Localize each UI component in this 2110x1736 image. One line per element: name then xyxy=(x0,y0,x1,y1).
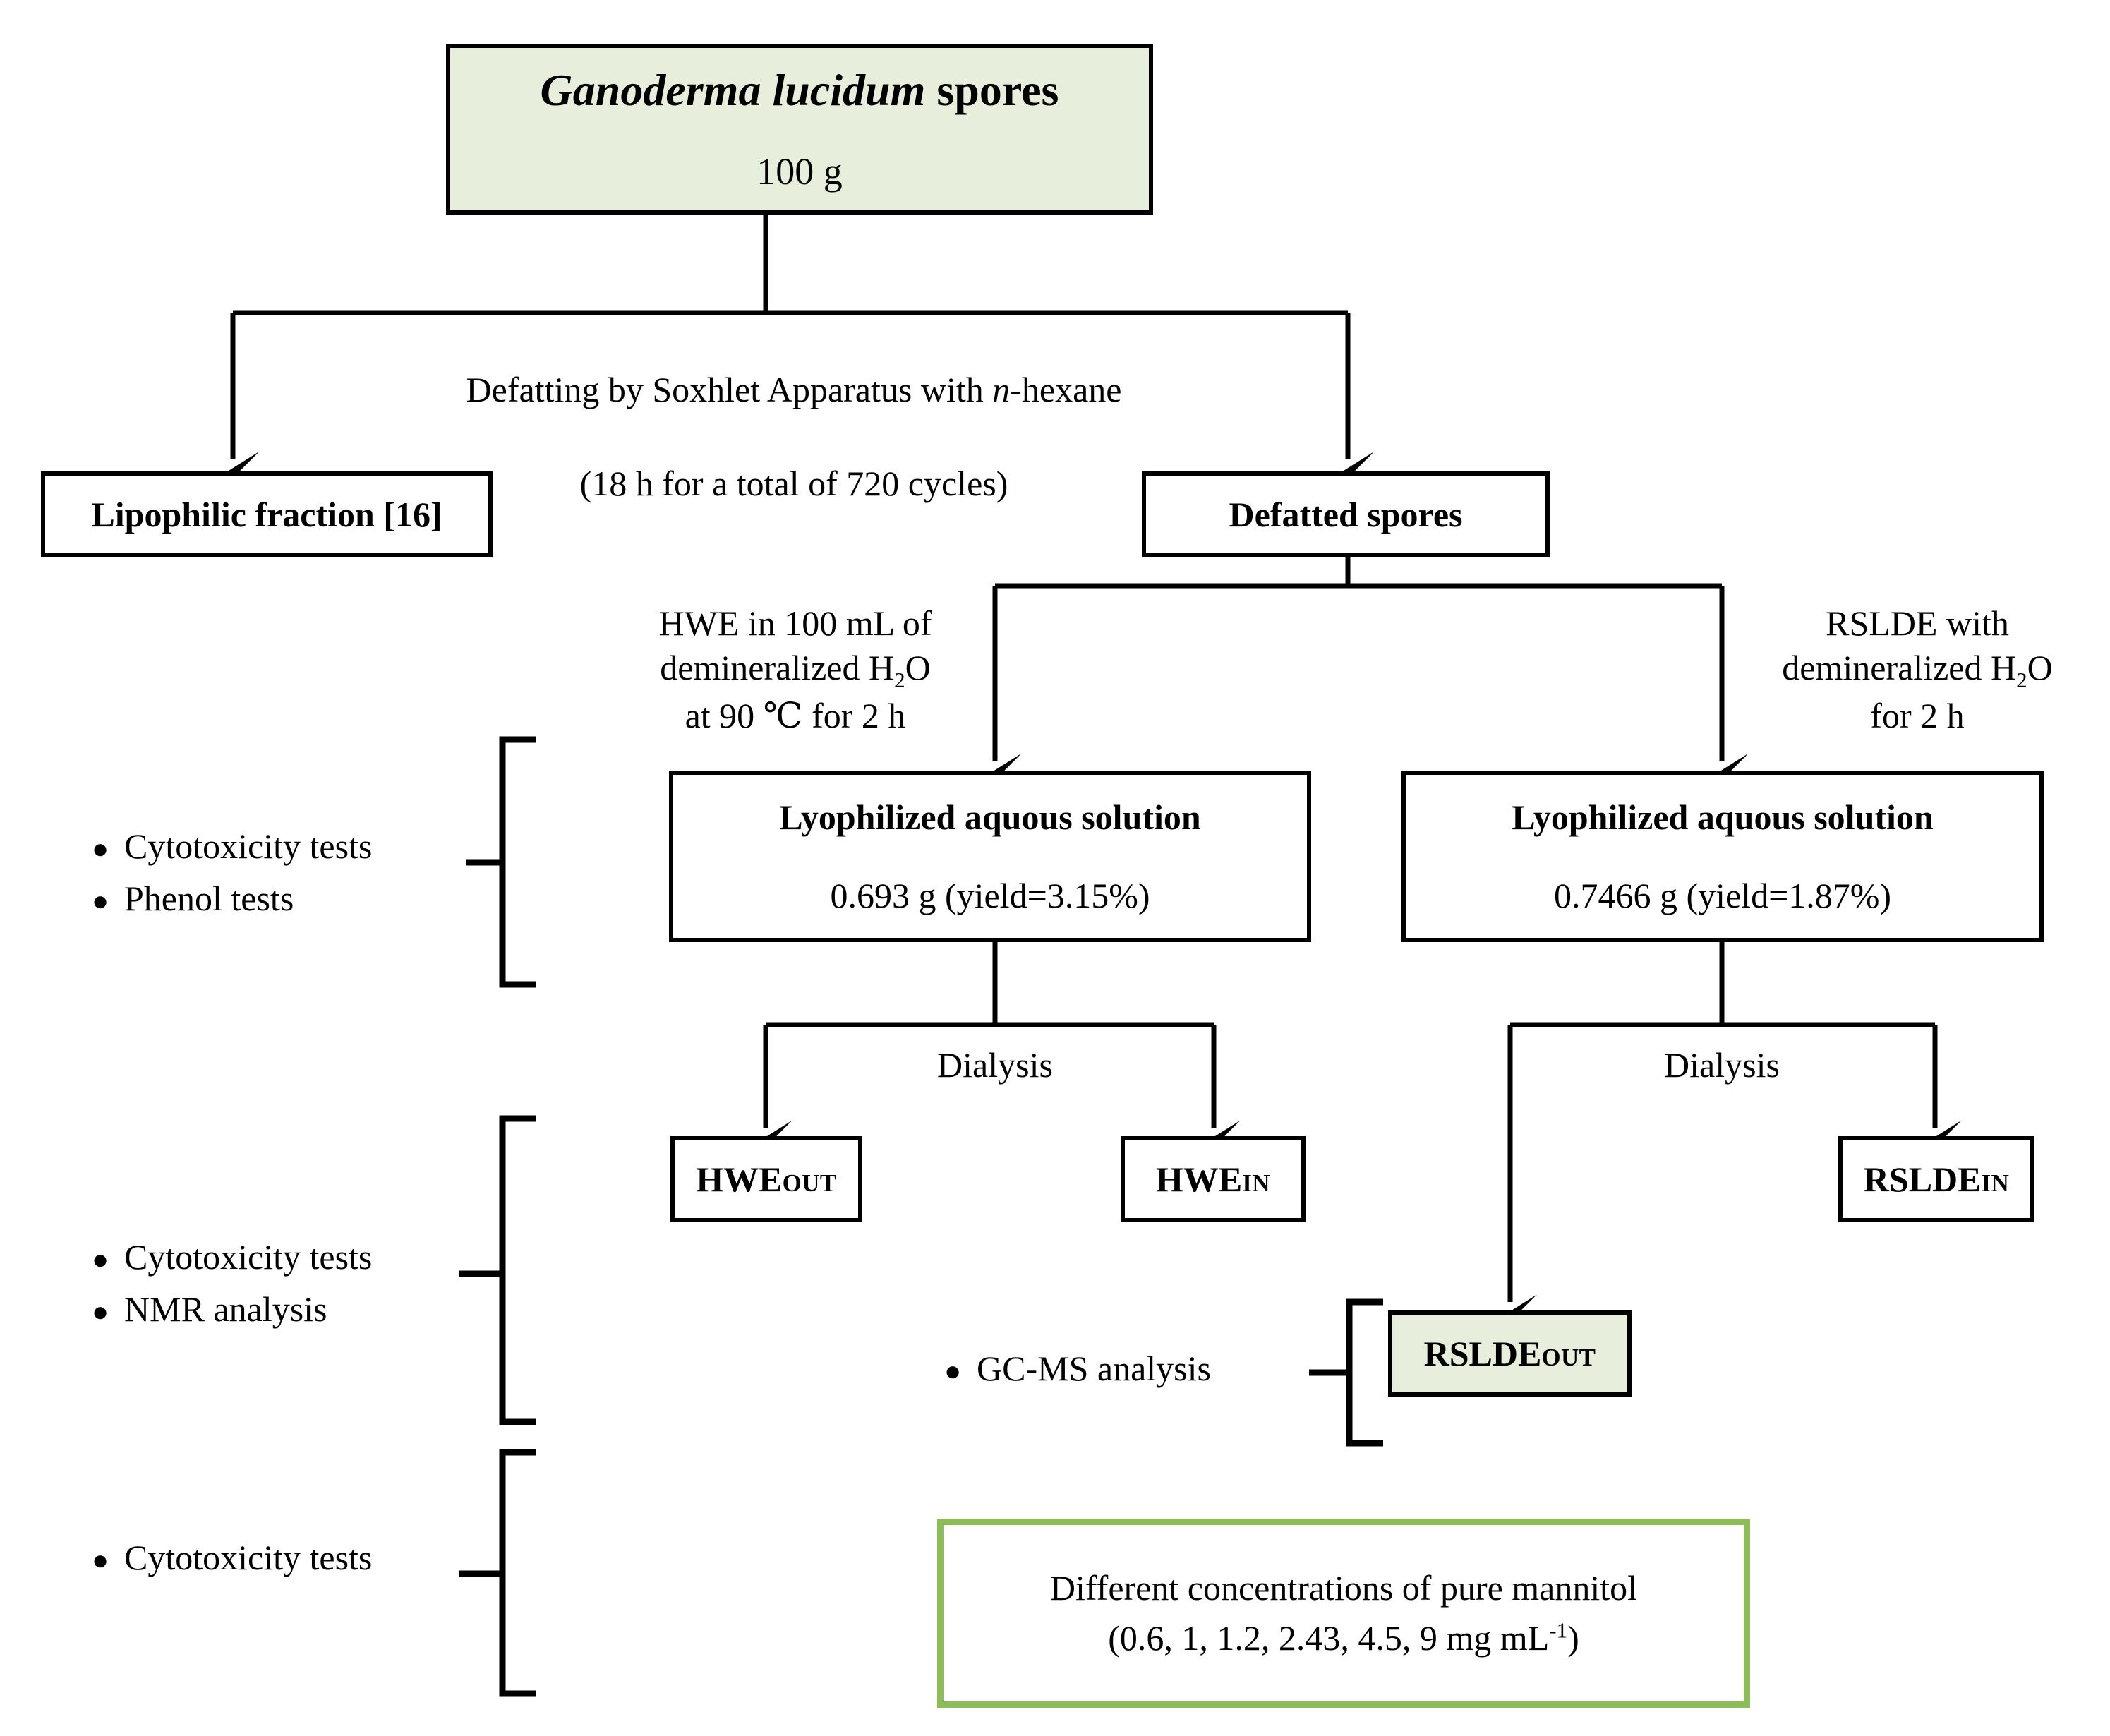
node-hwe-out-label: HWEOUT xyxy=(696,1159,837,1199)
bullet-label: Cytotoxicity tests xyxy=(124,826,373,866)
node-hwe-out[interactable]: HWEOUT xyxy=(670,1136,862,1222)
node-rslde-solution-value: 0.7466 g (yield=1.87%) xyxy=(1553,875,1892,915)
node-rslde-solution-label: Lyophilized aquous solution xyxy=(1512,797,1934,837)
node-hwe-solution-label: Lyophilized aquous solution xyxy=(779,797,1201,837)
bullet-icon: ● xyxy=(92,833,109,864)
edge-label-defatting: Defatting by Soxhlet Apparatus with n-he… xyxy=(353,323,1235,550)
list-item: ● Cytotoxicity tests xyxy=(92,826,372,867)
edge-label-dialysis-right: Dialysis xyxy=(1664,1045,1780,1085)
list-item: ● Cytotoxicity tests xyxy=(92,1537,372,1578)
node-rslde-out-label: RSLDEOUT xyxy=(1423,1333,1596,1373)
edge-label-defatting-line1: Defatting by Soxhlet Apparatus with n-he… xyxy=(466,369,1122,409)
bullet-icon: ● xyxy=(92,1243,109,1275)
bullet-icon: ● xyxy=(944,1355,962,1387)
node-defatted-spores[interactable]: Defatted spores xyxy=(1142,471,1550,557)
list-item: ● Phenol tests xyxy=(92,878,372,919)
node-mannitol-line2: (0.6, 1, 1.2, 2.43, 4.5, 9 mg mL-1) xyxy=(1108,1617,1579,1658)
list-item: ● NMR analysis xyxy=(92,1289,372,1330)
node-lipophilic-fraction[interactable]: Lipophilic fraction [16] xyxy=(41,471,493,557)
edge-label-rslde-conditions: RSLDE with demineralized H2O for 2 h xyxy=(1782,603,2053,736)
bullet-icon: ● xyxy=(92,885,109,917)
bullet-group-2: ● Cytotoxicity tests ● NMR analysis xyxy=(92,1236,372,1330)
edge-label-dialysis-left: Dialysis xyxy=(937,1045,1053,1085)
node-rslde-in[interactable]: RSLDEIN xyxy=(1838,1136,2034,1222)
edge-label-defatting-line2: (18 h for a total of 720 cycles) xyxy=(579,463,1008,503)
bullet-label: Cytotoxicity tests xyxy=(124,1538,373,1577)
node-ganoderma-spores[interactable]: Ganoderma lucidum spores 100 g xyxy=(446,44,1153,215)
node-rslde-in-label: RSLDEIN xyxy=(1863,1159,2010,1199)
bullet-label: GC-MS analysis xyxy=(977,1349,1211,1388)
bullet-label: Phenol tests xyxy=(124,879,294,918)
bullet-group-1: ● Cytotoxicity tests ● Phenol tests xyxy=(92,826,372,919)
node-hwe-solution-value: 0.693 g (yield=3.15%) xyxy=(830,875,1150,915)
list-item: ● Cytotoxicity tests xyxy=(92,1236,372,1277)
node-hwe-in[interactable]: HWEIN xyxy=(1121,1136,1306,1222)
bullet-group-gcms: ● GC-MS analysis xyxy=(944,1348,1211,1389)
node-hwe-in-label: HWEIN xyxy=(1156,1159,1270,1199)
node-hwe-lyophilized-solution[interactable]: Lyophilized aquous solution 0.693 g (yie… xyxy=(669,771,1311,942)
node-defatted-label: Defatted spores xyxy=(1229,494,1463,534)
node-rslde-lyophilized-solution[interactable]: Lyophilized aquous solution 0.7466 g (yi… xyxy=(1401,771,2044,942)
node-spores-title: Ganoderma lucidum spores xyxy=(540,65,1059,116)
node-rslde-out[interactable]: RSLDEOUT xyxy=(1388,1310,1632,1397)
edge-label-hwe-conditions: HWE in 100 mL of demineralized H2O at 90… xyxy=(658,603,932,736)
bullet-icon: ● xyxy=(92,1296,109,1327)
bullet-label: NMR analysis xyxy=(124,1289,327,1329)
bullet-group-3: ● Cytotoxicity tests xyxy=(92,1537,372,1578)
node-spores-amount: 100 g xyxy=(756,150,843,193)
list-item: ● GC-MS analysis xyxy=(944,1348,1211,1389)
bullet-icon: ● xyxy=(92,1544,109,1576)
bullet-label: Cytotoxicity tests xyxy=(124,1237,373,1277)
node-lipophilic-label: Lipophilic fraction [16] xyxy=(91,494,442,534)
node-mannitol-line1: Different concentrations of pure mannito… xyxy=(1049,1568,1638,1608)
node-mannitol-concentrations[interactable]: Different concentrations of pure mannito… xyxy=(937,1519,1750,1708)
